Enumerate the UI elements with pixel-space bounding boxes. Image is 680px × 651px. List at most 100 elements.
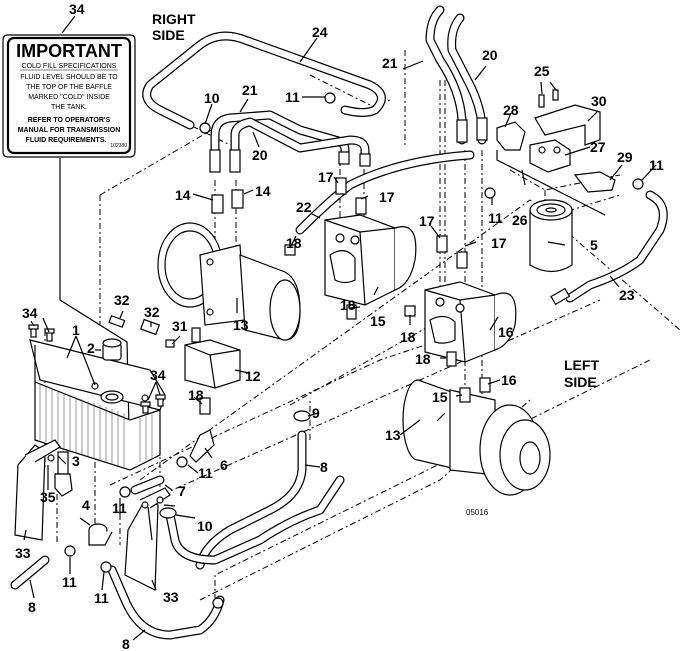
decal-part-number: 102380 [110, 143, 127, 149]
wheel-motor-left [402, 379, 551, 496]
callout-14: 16 [501, 372, 517, 388]
clamp-10-lower [159, 507, 177, 519]
callout-20: 21 [242, 82, 258, 98]
callout-34: 35 [40, 489, 56, 505]
callout-3: 3 [72, 453, 80, 469]
fittings-17 [335, 177, 468, 269]
callout-11: 10 [204, 90, 220, 106]
callout-35: 34 [69, 1, 85, 17]
decal-line: THE TANK. [51, 104, 87, 111]
fitting-29 [165, 339, 175, 348]
screws-33 [28, 324, 166, 414]
callout-17: 17 [491, 235, 507, 251]
hose-19-20-right [209, 110, 371, 173]
callout-18: 18 [188, 387, 204, 403]
callout-16: 16 [498, 324, 514, 340]
callout-18: 18 [340, 297, 356, 313]
left-side-label: SIDE [564, 374, 597, 390]
callout-21: 23 [619, 287, 635, 303]
callout-10: 9 [312, 405, 320, 421]
callout-29: 31 [172, 318, 188, 334]
callout-33: 34 [22, 305, 38, 321]
callout-27: 29 [617, 149, 633, 165]
callout-8: 8 [28, 599, 36, 615]
callout-28: 30 [591, 93, 607, 109]
callout-13: 13 [233, 317, 249, 333]
callout-22: 24 [312, 24, 328, 40]
callout-17: 17 [379, 189, 395, 205]
callout-21: 22 [296, 199, 312, 215]
valve-12 [184, 327, 241, 389]
wheel-motor-right [157, 222, 301, 341]
callout-11: 11 [198, 465, 213, 481]
callout-12: 12 [245, 368, 261, 384]
callout-11: 11 [94, 590, 109, 606]
callout-24: 26 [512, 212, 528, 228]
decal-line: MARKED "COLD" INSIDE [28, 94, 110, 101]
callout-13: 13 [385, 427, 401, 443]
bolt-23 [538, 94, 545, 108]
callout-19: 20 [482, 47, 498, 63]
callout-11: 11 [285, 89, 300, 105]
callout-25: 27 [590, 139, 606, 155]
callout-15: 15 [370, 313, 386, 329]
callout-14: 15 [432, 389, 448, 405]
filter-head-25 [529, 139, 571, 173]
callout-11: 11 [112, 500, 127, 516]
callout-26: 28 [503, 102, 519, 118]
callout-18: 18 [400, 329, 416, 345]
decal-heading: IMPORTANT [16, 41, 122, 61]
hose-clamps-11 [64, 92, 644, 573]
leader-lines [23, 15, 657, 641]
hose-8 [10, 555, 225, 640]
fitting-31 [108, 315, 126, 328]
left-side-label: LEFT [564, 357, 599, 373]
callout-4: 4 [82, 497, 90, 513]
fitting-3 [54, 451, 73, 497]
callout-18: 18 [415, 351, 431, 367]
callout-23: 25 [534, 63, 550, 79]
callout-31: 32 [114, 292, 130, 308]
callout-14: 14 [175, 187, 191, 203]
clamp-10-upper [293, 410, 311, 422]
pump-16 [424, 281, 517, 363]
callout-32: 33 [163, 589, 179, 605]
callout-17: 17 [318, 169, 334, 185]
fitting-27 [573, 171, 616, 193]
nuts-34 [47, 454, 164, 509]
bracket-32-left [14, 439, 61, 541]
callout-7: 7 [178, 483, 186, 499]
filter-base-24 [496, 150, 606, 216]
callout-20: 21 [382, 55, 398, 71]
callout-33: 34 [150, 367, 166, 383]
decal-refer-line: REFER TO OPERATOR'S [28, 117, 111, 124]
elbow-6 [189, 429, 215, 463]
fitting-30 [140, 318, 160, 336]
callout-8: 8 [122, 636, 130, 651]
callout-11: 11 [649, 157, 664, 173]
callout-14: 14 [255, 183, 271, 199]
hose-21-left [550, 190, 668, 306]
callout-32: 33 [15, 545, 31, 561]
callout-11: 11 [488, 210, 503, 226]
callout-11: 11 [62, 574, 77, 590]
decal-line: COLD FILL SPECIFICATIONS [22, 63, 117, 70]
callout-17: 17 [419, 213, 435, 229]
callout-5: 5 [590, 237, 598, 253]
decal-refer-line: MANUAL FOR TRANSMISSION [18, 127, 121, 134]
hydraulic-tank [29, 339, 166, 471]
figure-id: 05016 [466, 508, 489, 517]
bolt-23 [552, 89, 559, 101]
callout-18: 18 [286, 235, 302, 251]
pump-15 [324, 214, 417, 306]
right-side-label: SIDE [152, 27, 185, 43]
callout-9: 8 [320, 459, 328, 475]
tee-4 [88, 523, 113, 546]
fittings-14-right [211, 189, 244, 214]
right-side-label: RIGHT [152, 11, 196, 27]
hose-7 [130, 475, 165, 495]
elbow-26 [496, 121, 526, 151]
hose-22 [142, 31, 386, 130]
callouts: 34 24 10 11 21 20 21 20 25 28 30 27 29 1… [15, 1, 664, 651]
callout-2: 2 [87, 340, 95, 356]
